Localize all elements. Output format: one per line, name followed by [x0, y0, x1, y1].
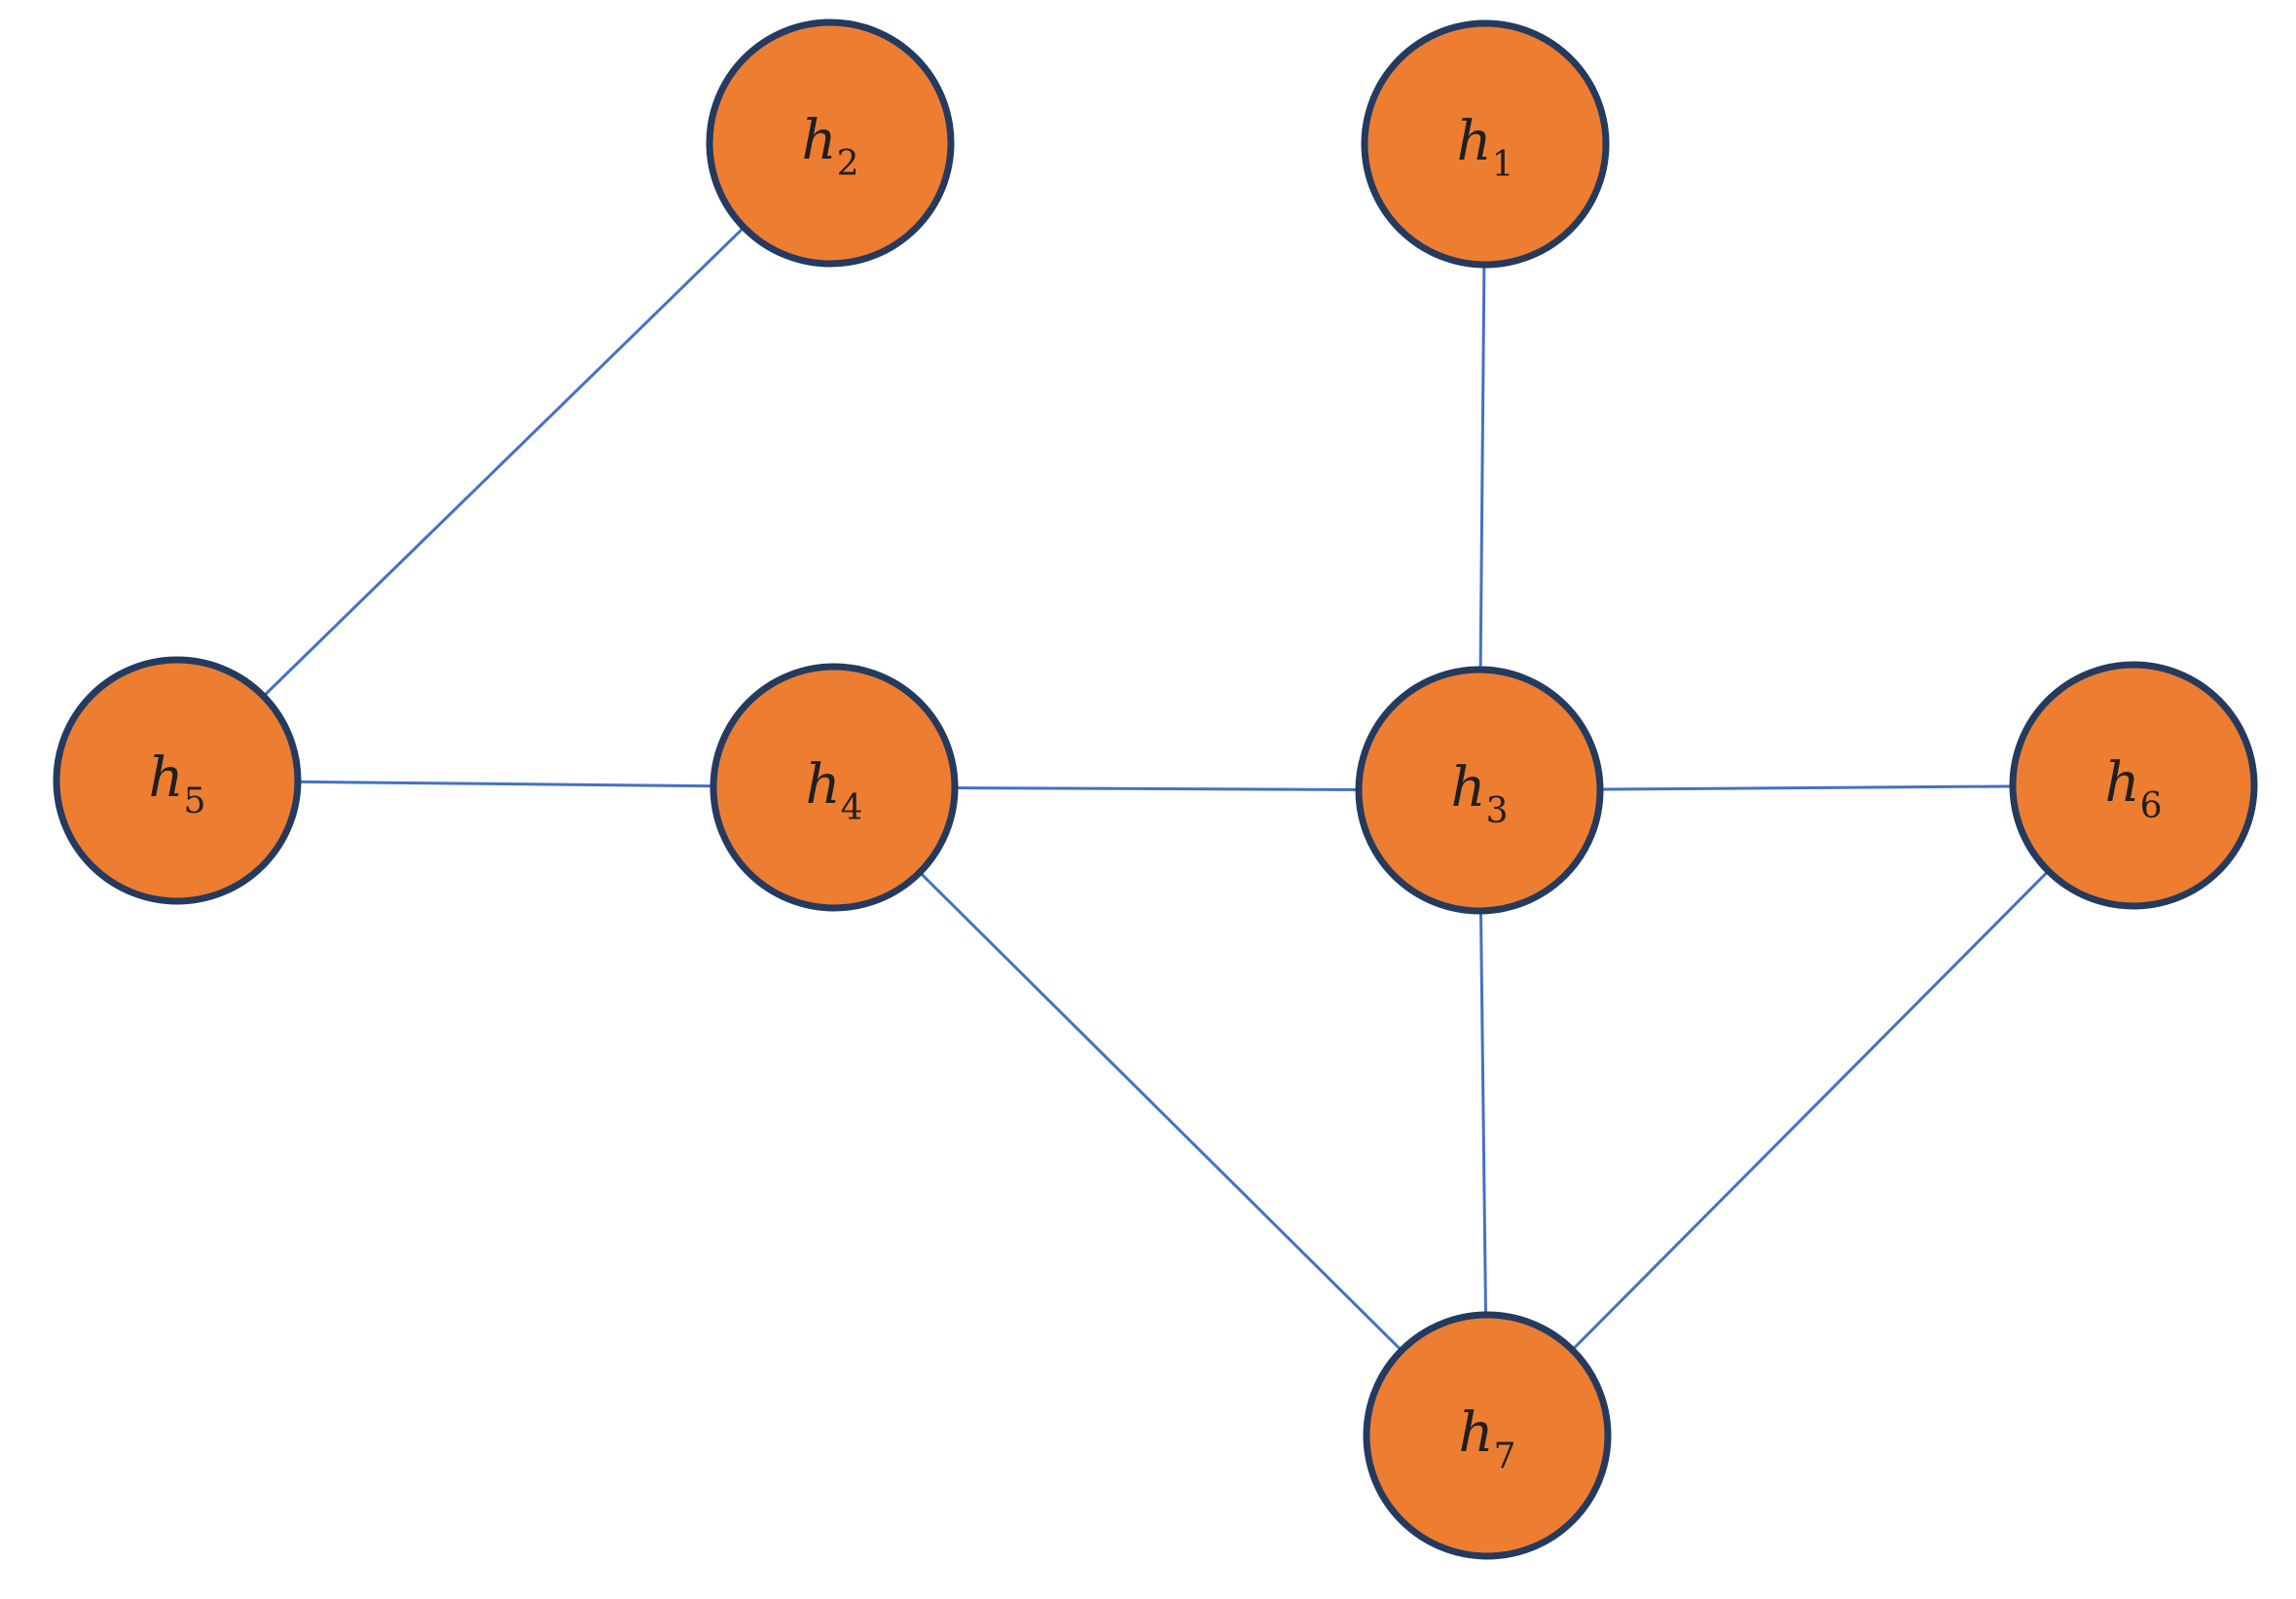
node-circle-h1	[1361, 19, 1610, 269]
node-circle-h6	[2009, 661, 2258, 910]
node-label-h3: h3	[1451, 756, 1509, 831]
node-h1: h1	[1361, 19, 1610, 269]
node-label-h1: h1	[1457, 110, 1514, 185]
node-label-h7: h7	[1459, 1401, 1516, 1476]
node-h6: h6	[2009, 661, 2258, 910]
node-label-h4: h4	[806, 753, 863, 828]
node-h2: h2	[706, 18, 955, 268]
node-h3: h3	[1355, 666, 1604, 915]
node-label-h2: h2	[802, 109, 859, 184]
edge-h2-h5	[175, 141, 832, 782]
node-h7: h7	[1363, 1311, 1612, 1560]
node-label-h5: h5	[149, 746, 206, 821]
node-circle-h4	[710, 663, 959, 912]
edge-h4-h7	[832, 785, 1489, 1437]
edge-h6-h7	[1485, 783, 2135, 1437]
node-label-h6: h6	[2105, 751, 2163, 826]
node-circle-h3	[1355, 666, 1604, 915]
node-circle-h5	[53, 656, 302, 905]
node-h4: h4	[710, 663, 959, 912]
node-circle-h7	[1363, 1311, 1612, 1560]
node-circle-h2	[706, 18, 955, 268]
node-h5: h5	[53, 656, 302, 905]
